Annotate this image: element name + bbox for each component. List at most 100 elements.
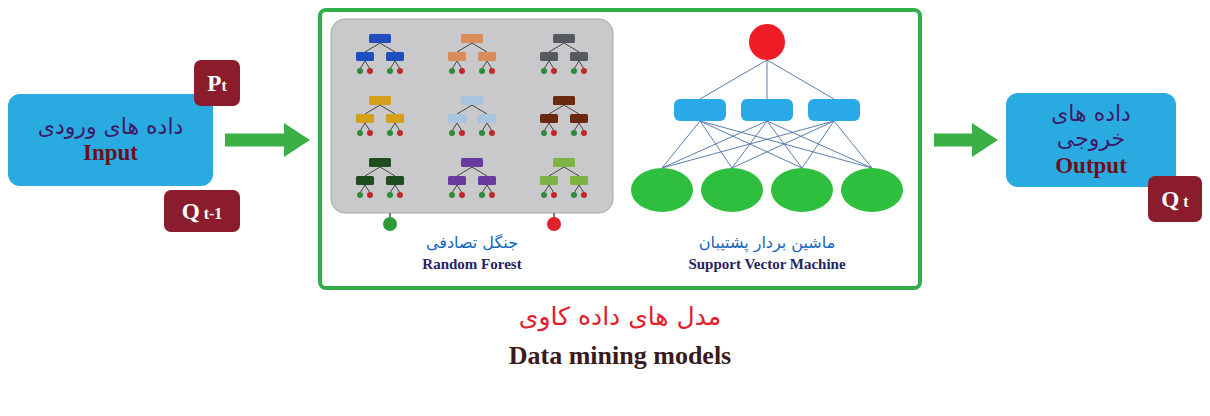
- text-group: ماشین بردار پشتیبانSupport Vector Machin…: [622, 232, 912, 274]
- leaf-dot: [459, 192, 465, 198]
- tree-node: [461, 158, 483, 167]
- class-dot: [547, 217, 561, 231]
- tree-branch: [544, 123, 549, 131]
- persian-label: داده های ورودی: [26, 114, 195, 139]
- text-group: Q t: [1161, 186, 1188, 213]
- input-neuron: [841, 168, 903, 212]
- decision-tree: [448, 34, 496, 74]
- tree-branch: [457, 43, 472, 52]
- leaf-dot: [357, 68, 363, 74]
- leaf-dot: [459, 68, 465, 74]
- tree-branch: [564, 43, 579, 52]
- leaf-dot: [551, 130, 557, 136]
- tree-branch: [549, 167, 564, 176]
- svm-illustration: [622, 18, 912, 223]
- network-link: [700, 60, 767, 99]
- tree-branch: [482, 123, 487, 131]
- leaf-dot: [551, 68, 557, 74]
- tree-node: [386, 52, 404, 61]
- tree-branch: [360, 123, 365, 131]
- random-forest-panel: جنگل تصادفیRandom Forest: [330, 18, 614, 280]
- variable-label: Q t-1: [182, 198, 223, 225]
- tree-branch: [574, 123, 579, 131]
- tree-node: [553, 34, 575, 43]
- tree-branch: [487, 185, 492, 193]
- decision-tree: [448, 96, 496, 136]
- tree-branch: [564, 105, 579, 114]
- random-forest-illustration: [330, 18, 614, 232]
- tree-node: [540, 114, 558, 123]
- leaf-dot: [541, 192, 547, 198]
- tree-node: [570, 52, 588, 61]
- variable-label: Pt: [207, 70, 227, 97]
- tree-branch: [579, 123, 584, 131]
- english-label: Data mining models: [318, 336, 922, 375]
- tree-node: [356, 114, 374, 123]
- leaf-dot: [397, 192, 403, 198]
- tree-node: [540, 176, 558, 185]
- tree-node: [540, 52, 558, 61]
- tree-node: [369, 34, 391, 43]
- leaf-dot: [541, 68, 547, 74]
- leaf-dot: [551, 192, 557, 198]
- tree-branch: [390, 123, 395, 131]
- leaf-dot: [367, 192, 373, 198]
- flow-arrow: [934, 134, 972, 147]
- tree-node: [553, 96, 575, 105]
- tree-branch: [457, 61, 462, 69]
- tree-node: [386, 176, 404, 185]
- tree-branch: [574, 185, 579, 193]
- tree-node: [478, 52, 496, 61]
- decision-tree: [356, 34, 404, 74]
- flow-arrow: [225, 134, 284, 147]
- tree-branch: [457, 167, 472, 176]
- leaf-dot: [357, 130, 363, 136]
- tree-branch: [487, 61, 492, 69]
- network-link: [767, 60, 834, 99]
- leaf-dot: [571, 68, 577, 74]
- tree-branch: [457, 123, 462, 131]
- svm-network: ماشین بردار پشتیبانSupport Vector Machin…: [622, 18, 912, 280]
- leaf-dot: [581, 130, 587, 136]
- tree-node: [448, 114, 466, 123]
- tree-node: [570, 176, 588, 185]
- tree-branch: [472, 105, 487, 114]
- leaf-dot: [449, 192, 455, 198]
- leaf-dot: [479, 192, 485, 198]
- leaf-dot: [479, 130, 485, 136]
- tree-branch: [365, 61, 370, 69]
- english-label: Random Forest: [330, 254, 614, 274]
- decision-tree: [356, 96, 404, 136]
- network-link: [834, 121, 872, 168]
- variable-badge: Pt: [194, 60, 240, 106]
- text-group: Pt: [207, 70, 227, 97]
- tree-branch: [395, 61, 400, 69]
- tree-branch: [452, 123, 457, 131]
- text-group: Q t-1: [182, 198, 223, 225]
- tree-branch: [365, 185, 370, 193]
- tree-branch: [390, 61, 395, 69]
- leaf-dot: [489, 68, 495, 74]
- tree-node: [553, 158, 575, 167]
- tree-node: [461, 96, 483, 105]
- variable-badge: Q t-1: [164, 190, 240, 232]
- variable-label: Q t: [1161, 186, 1188, 213]
- leaf-dot: [459, 130, 465, 136]
- tree-branch: [579, 61, 584, 69]
- leaf-dot: [489, 192, 495, 198]
- tree-branch: [380, 43, 395, 52]
- tree-branch: [549, 105, 564, 114]
- network-link: [802, 121, 834, 168]
- leaf-dot: [541, 130, 547, 136]
- leaf-dot: [367, 130, 373, 136]
- english-label: Input: [26, 139, 195, 167]
- tree-node: [448, 176, 466, 185]
- decision-tree: [540, 34, 588, 74]
- tree-branch: [482, 61, 487, 69]
- grey-panel: [331, 19, 613, 213]
- leaf-dot: [449, 68, 455, 74]
- network-link: [700, 121, 872, 168]
- text-group: داده های خروجیOutput: [1024, 101, 1158, 179]
- leaf-dot: [387, 68, 393, 74]
